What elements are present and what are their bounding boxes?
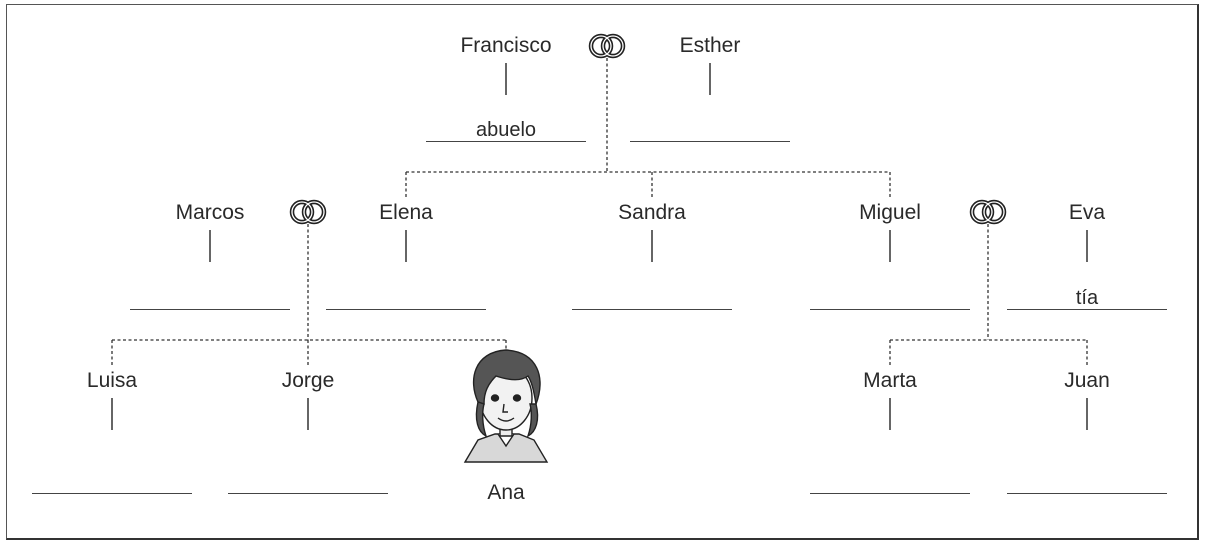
- name-marta: Marta: [863, 369, 917, 392]
- name-ana: Ana: [487, 481, 525, 504]
- answer-blank-esther[interactable]: [630, 141, 790, 142]
- name-francisco: Francisco: [460, 34, 552, 57]
- answer-blank-luisa[interactable]: [32, 493, 192, 494]
- girl-portrait-icon: [463, 349, 549, 463]
- name-ticks: [111, 63, 1088, 430]
- answer-eva: tía: [1075, 287, 1099, 309]
- name-juan: Juan: [1064, 369, 1110, 392]
- answer-blank-francisco[interactable]: [426, 141, 586, 142]
- answer-blank-eva[interactable]: [1007, 309, 1167, 310]
- answer-blank-marcos[interactable]: [130, 309, 290, 310]
- name-luisa: Luisa: [86, 369, 138, 392]
- answer-blank-marta[interactable]: [810, 493, 970, 494]
- name-marcos: Marcos: [175, 201, 245, 224]
- answer-blank-miguel[interactable]: [810, 309, 970, 310]
- name-miguel: Miguel: [859, 201, 921, 224]
- answer-francisco: abuelo: [475, 119, 537, 141]
- wedding-rings-icon: [591, 36, 623, 56]
- name-sandra: Sandra: [618, 201, 686, 224]
- wedding-rings-icon: [292, 202, 324, 222]
- name-esther: Esther: [679, 34, 741, 57]
- name-elena: Elena: [379, 201, 433, 224]
- answer-blank-juan[interactable]: [1007, 493, 1167, 494]
- name-eva: Eva: [1068, 201, 1106, 224]
- answer-blank-jorge[interactable]: [228, 493, 388, 494]
- answer-blank-elena[interactable]: [326, 309, 486, 310]
- answer-blank-sandra[interactable]: [572, 309, 732, 310]
- diagram-frame: [6, 4, 1199, 540]
- wedding-rings-icon: [972, 202, 1004, 222]
- name-jorge: Jorge: [281, 369, 335, 392]
- family-connectors: [111, 58, 1088, 365]
